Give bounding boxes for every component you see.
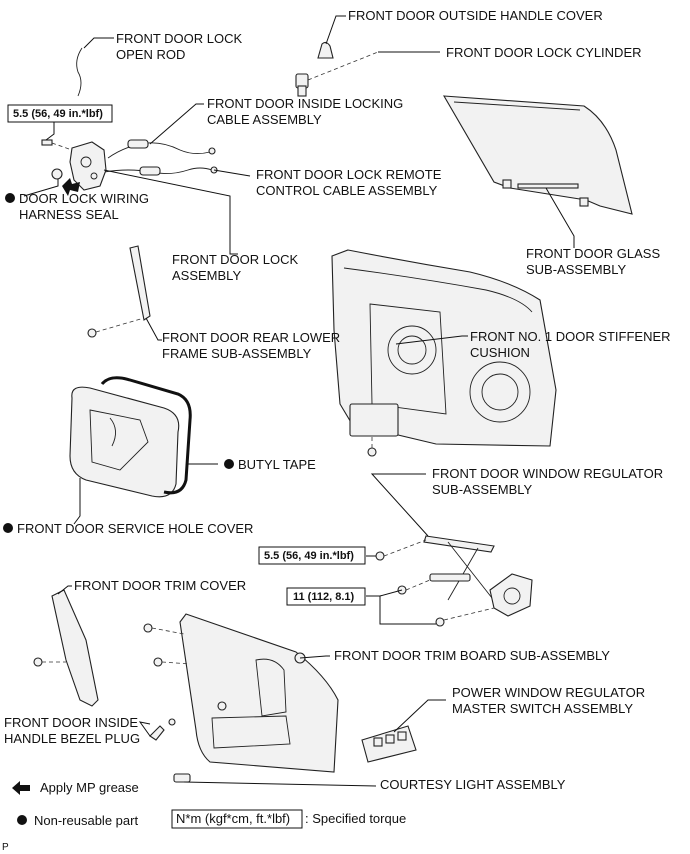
- torque-box-lock: 5.5 (56, 49 in.*lbf): [7, 104, 113, 123]
- trim-board-part: [143, 613, 339, 773]
- legend-torque-box-text: N*m (kgf*cm, ft.*lbf): [176, 811, 290, 826]
- wiring-harness-seal-part: [51, 168, 63, 180]
- legend-torque-text: : Specified torque: [305, 811, 406, 826]
- leader-service-hole-cover: [73, 478, 81, 525]
- label-window-regulator-2: SUB-ASSEMBLY: [432, 482, 533, 497]
- lock-assembly-part: [41, 139, 107, 191]
- bezel-plug-part: [149, 725, 165, 741]
- label-master-switch-1: POWER WINDOW REGULATOR: [452, 685, 645, 700]
- legend-grease: Apply MP grease: [40, 780, 139, 795]
- outside-handle-cover-part: [317, 41, 334, 59]
- leader-remote-control-cable: [213, 169, 251, 177]
- lock-open-rod-part: [76, 47, 83, 97]
- label-bezel-plug-2: HANDLE BEZEL PLUG: [4, 731, 140, 746]
- service-hole-cover-part: [69, 386, 180, 498]
- courtesy-light-part: [173, 773, 191, 783]
- label-wiring-harness-seal-1: DOOR LOCK WIRING: [19, 191, 149, 206]
- bezel-screw-part: [168, 718, 176, 726]
- door-panel-part: [331, 249, 557, 457]
- label-bezel-plug-1: FRONT DOOR INSIDE: [4, 715, 138, 730]
- label-lock-assembly-1: FRONT DOOR LOCK: [172, 252, 298, 267]
- leader-rear-lower-frame: [145, 317, 162, 341]
- lock-cylinder-part: [295, 51, 379, 97]
- torque-box-regulator-b: 11 (112, 8.1): [286, 587, 366, 606]
- label-lock-open-rod-2: OPEN ROD: [116, 47, 185, 62]
- non-reusable-bullet-icon: [5, 193, 15, 203]
- label-lock-open-rod-1: FRONT DOOR LOCK: [116, 31, 242, 46]
- label-remote-control-cable-2: CONTROL CABLE ASSEMBLY: [256, 183, 438, 198]
- label-glass-1: FRONT DOOR GLASS: [526, 246, 660, 261]
- leader-window-regulator: [370, 473, 429, 537]
- label-window-regulator-1: FRONT DOOR WINDOW REGULATOR: [432, 466, 663, 481]
- torque-box-regulator-a: 5.5 (56, 49 in.*lbf): [258, 546, 366, 565]
- leader-glass: [545, 187, 575, 248]
- label-courtesy-light: COURTESY LIGHT ASSEMBLY: [380, 777, 566, 792]
- non-reusable-bullet-icon: [224, 459, 234, 469]
- label-stiffener-cushion-2: CUSHION: [470, 345, 530, 360]
- label-lock-assembly-2: ASSEMBLY: [172, 268, 241, 283]
- legend-non-reusable: Non-reusable part: [34, 813, 138, 828]
- label-remote-control-cable-1: FRONT DOOR LOCK REMOTE: [256, 167, 442, 182]
- leader-bezel-plug: [138, 721, 151, 737]
- leader-stiffener-cushion: [395, 335, 468, 345]
- trim-cover-part: [33, 589, 99, 707]
- leader-wiring-harness-seal: [23, 179, 59, 197]
- leader-trim-board: [299, 655, 330, 659]
- legend-torque-box: [171, 809, 303, 829]
- grease-arrow-icon: [62, 178, 80, 196]
- inside-locking-cable-part: [107, 139, 216, 159]
- master-switch-part: [361, 725, 417, 763]
- leader-inside-locking-cable: [149, 103, 204, 145]
- corner-mark: P: [2, 842, 9, 853]
- leader-courtesy-light: [183, 781, 377, 787]
- torque-lock-text: 5.5 (56, 49 in.*lbf): [13, 108, 103, 120]
- leader-trim-cover: [57, 585, 72, 595]
- rear-lower-frame-part: [87, 245, 151, 338]
- torque-reg-b-text: 11 (112, 8.1): [293, 591, 354, 603]
- leader-torque-reg-b: [366, 589, 436, 625]
- label-glass-2: SUB-ASSEMBLY: [526, 262, 627, 277]
- label-master-switch-2: MASTER SWITCH ASSEMBLY: [452, 701, 633, 716]
- label-inside-locking-cable-1: FRONT DOOR INSIDE LOCKING: [207, 96, 403, 111]
- label-lock-cylinder: FRONT DOOR LOCK CYLINDER: [446, 45, 642, 60]
- label-trim-board: FRONT DOOR TRIM BOARD SUB-ASSEMBLY: [334, 648, 610, 663]
- remote-control-cable-part: [103, 166, 218, 176]
- label-trim-cover: FRONT DOOR TRIM COVER: [74, 578, 246, 593]
- leader-lock-assembly: [103, 169, 238, 255]
- label-service-hole-cover: FRONT DOOR SERVICE HOLE COVER: [17, 521, 253, 536]
- butyl-tape-part: [100, 376, 192, 495]
- grease-legend-arrow-icon: [12, 781, 30, 795]
- torque-reg-a-text: 5.5 (56, 49 in.*lbf): [264, 550, 354, 562]
- label-wiring-harness-seal-2: HARNESS SEAL: [19, 207, 119, 222]
- label-stiffener-cushion-1: FRONT NO. 1 DOOR STIFFENER: [470, 329, 671, 344]
- glass-sub-assembly-part: [443, 95, 633, 215]
- window-regulator-part: [375, 535, 533, 627]
- label-inside-locking-cable-2: CABLE ASSEMBLY: [207, 112, 322, 127]
- leader-torque-lock: [45, 120, 55, 141]
- label-rear-lower-frame-1: FRONT DOOR REAR LOWER: [162, 330, 340, 345]
- label-rear-lower-frame-2: FRAME SUB-ASSEMBLY: [162, 346, 312, 361]
- label-outside-handle-cover: FRONT DOOR OUTSIDE HANDLE COVER: [348, 8, 603, 23]
- label-butyl-tape: BUTYL TAPE: [238, 457, 316, 472]
- leader-outside-handle-cover: [325, 15, 346, 45]
- leader-lock-open-rod: [83, 37, 114, 49]
- leader-master-switch: [393, 699, 446, 733]
- non-reusable-bullet-icon: [3, 523, 13, 533]
- legend-non-reusable-bullet-icon: [17, 815, 27, 825]
